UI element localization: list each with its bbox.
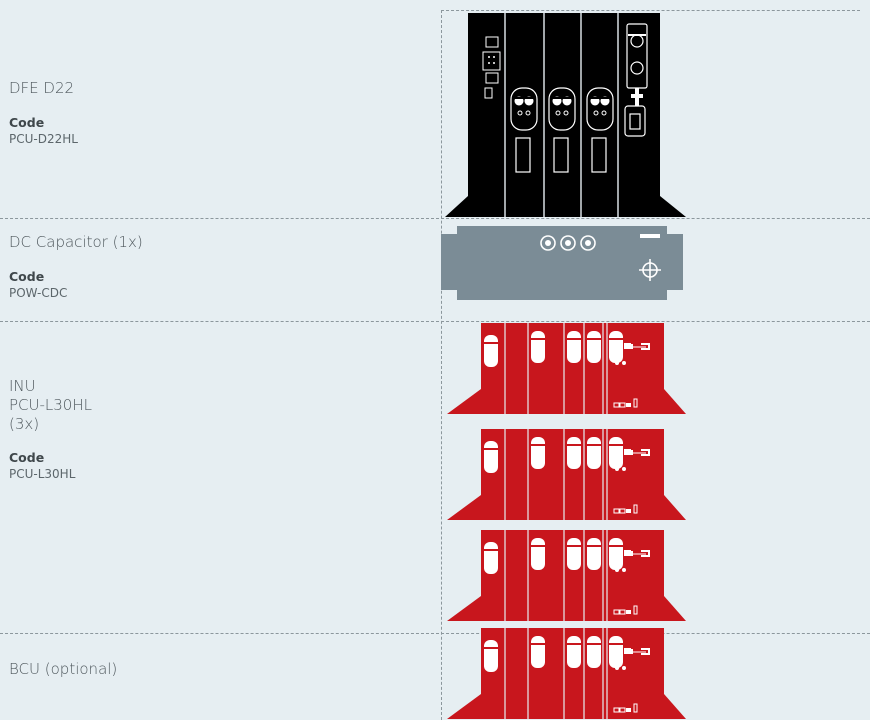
inu-name-line-3: (3x) (9, 415, 40, 433)
top-divider (441, 10, 860, 11)
inu-name-line-1: INU (9, 377, 36, 395)
divider-capacitor-inu (0, 321, 870, 322)
bcu-name: BCU (optional) (9, 660, 118, 678)
bcu-label: BCU (optional) (9, 660, 117, 679)
inu-unit-1-illustration (447, 323, 686, 414)
dfe-unit-illustration (445, 13, 686, 217)
bcu-unit-illustration (447, 628, 686, 719)
inu-label: INU PCU-L30HL (3x) Code PCU-L30HL (9, 377, 92, 482)
dfe-name: DFE D22 (9, 79, 75, 97)
inu-unit-3-illustration (447, 530, 686, 621)
capacitor-unit-illustration (441, 226, 683, 300)
capacitor-label: DC Capacitor (1x) Code POW-CDC (9, 233, 143, 301)
capacitor-code-value: POW-CDC (9, 286, 68, 300)
divider-inu-bcu (0, 633, 870, 634)
inu-name-line-2: PCU-L30HL (9, 396, 92, 414)
column-divider (441, 10, 442, 720)
dfe-label: DFE D22 Code PCU-D22HL (9, 79, 78, 147)
capacitor-code-heading: Code (9, 269, 45, 284)
inu-code-value: PCU-L30HL (9, 467, 76, 481)
inu-code-heading: Code (9, 450, 45, 465)
divider-dfe-capacitor (0, 218, 870, 219)
capacitor-name: DC Capacitor (1x) (9, 233, 143, 251)
inu-unit-2-illustration (447, 429, 686, 520)
dfe-code-heading: Code (9, 115, 45, 130)
dfe-code-value: PCU-D22HL (9, 132, 78, 146)
